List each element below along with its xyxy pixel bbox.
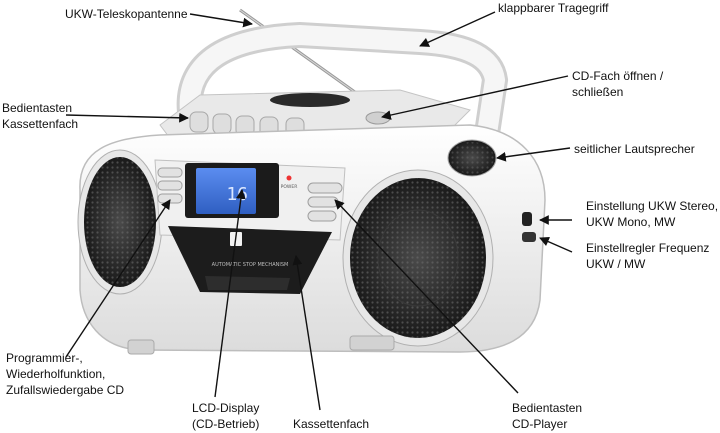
power-led xyxy=(286,175,292,181)
label-line: Kassettenfach xyxy=(293,417,370,431)
right-speaker xyxy=(342,169,494,347)
label-line: UKW-Teleskopantenne xyxy=(65,7,188,21)
mechanism-text: AUTOMATIC STOP MECHANISM xyxy=(212,262,289,268)
label-program: Programmier-, Wiederholfunktion, Zufallswi… xyxy=(6,350,124,398)
label-lcd: LCD-Display (CD-Betrieb) xyxy=(192,400,259,432)
cassette-window xyxy=(205,276,290,290)
label-line: Einstellregler Frequenz xyxy=(586,241,710,255)
left-foot xyxy=(127,339,155,355)
cd-door-button xyxy=(365,111,391,125)
power-text: POWER xyxy=(281,184,298,190)
label-line: Kassettenfach xyxy=(2,117,79,131)
label-tape-deck: Kassettenfach xyxy=(293,416,369,432)
program-buttons xyxy=(157,167,183,204)
label-line: UKW Mono, MW xyxy=(586,215,676,229)
label-line: CD-Player xyxy=(512,417,568,431)
label-line: UKW / MW xyxy=(586,257,646,271)
band-switch xyxy=(522,212,532,226)
cd-control-buttons xyxy=(307,182,343,222)
label-line: LCD-Display xyxy=(192,401,260,415)
tuning-knob xyxy=(522,232,536,242)
label-line: (CD-Betrieb) xyxy=(192,417,260,431)
label-line: CD-Fach öffnen / xyxy=(572,69,664,83)
right-foot xyxy=(349,335,395,351)
label-line: Bedientasten xyxy=(2,101,73,115)
label-line: Bedientasten xyxy=(512,401,583,415)
label-cd-door: CD-Fach öffnen / schließen xyxy=(572,68,663,100)
leader-arrows xyxy=(65,11,573,411)
carry-handle xyxy=(176,21,509,153)
label-side-speaker: seitlicher Lautsprecher xyxy=(574,141,695,157)
label-line: Zufallswiedergabe CD xyxy=(6,383,125,397)
label-line: seitlicher Lautsprecher xyxy=(574,142,695,156)
label-line: klappbarer Tragegriff xyxy=(498,1,609,15)
label-handle: klappbarer Tragegriff xyxy=(498,0,609,16)
label-line: schließen xyxy=(572,85,624,99)
left-speaker xyxy=(77,149,163,295)
label-line: Wiederholfunktion, xyxy=(6,367,106,381)
label-line: Programmier-, xyxy=(6,351,83,365)
label-line: Einstellung UKW Stereo, xyxy=(586,199,719,213)
label-fm-mode: Einstellung UKW Stereo, UKW Mono, MW xyxy=(586,198,718,230)
label-antenna: UKW-Teleskopantenne xyxy=(65,6,188,22)
lcd-readout: 16 xyxy=(226,184,248,205)
